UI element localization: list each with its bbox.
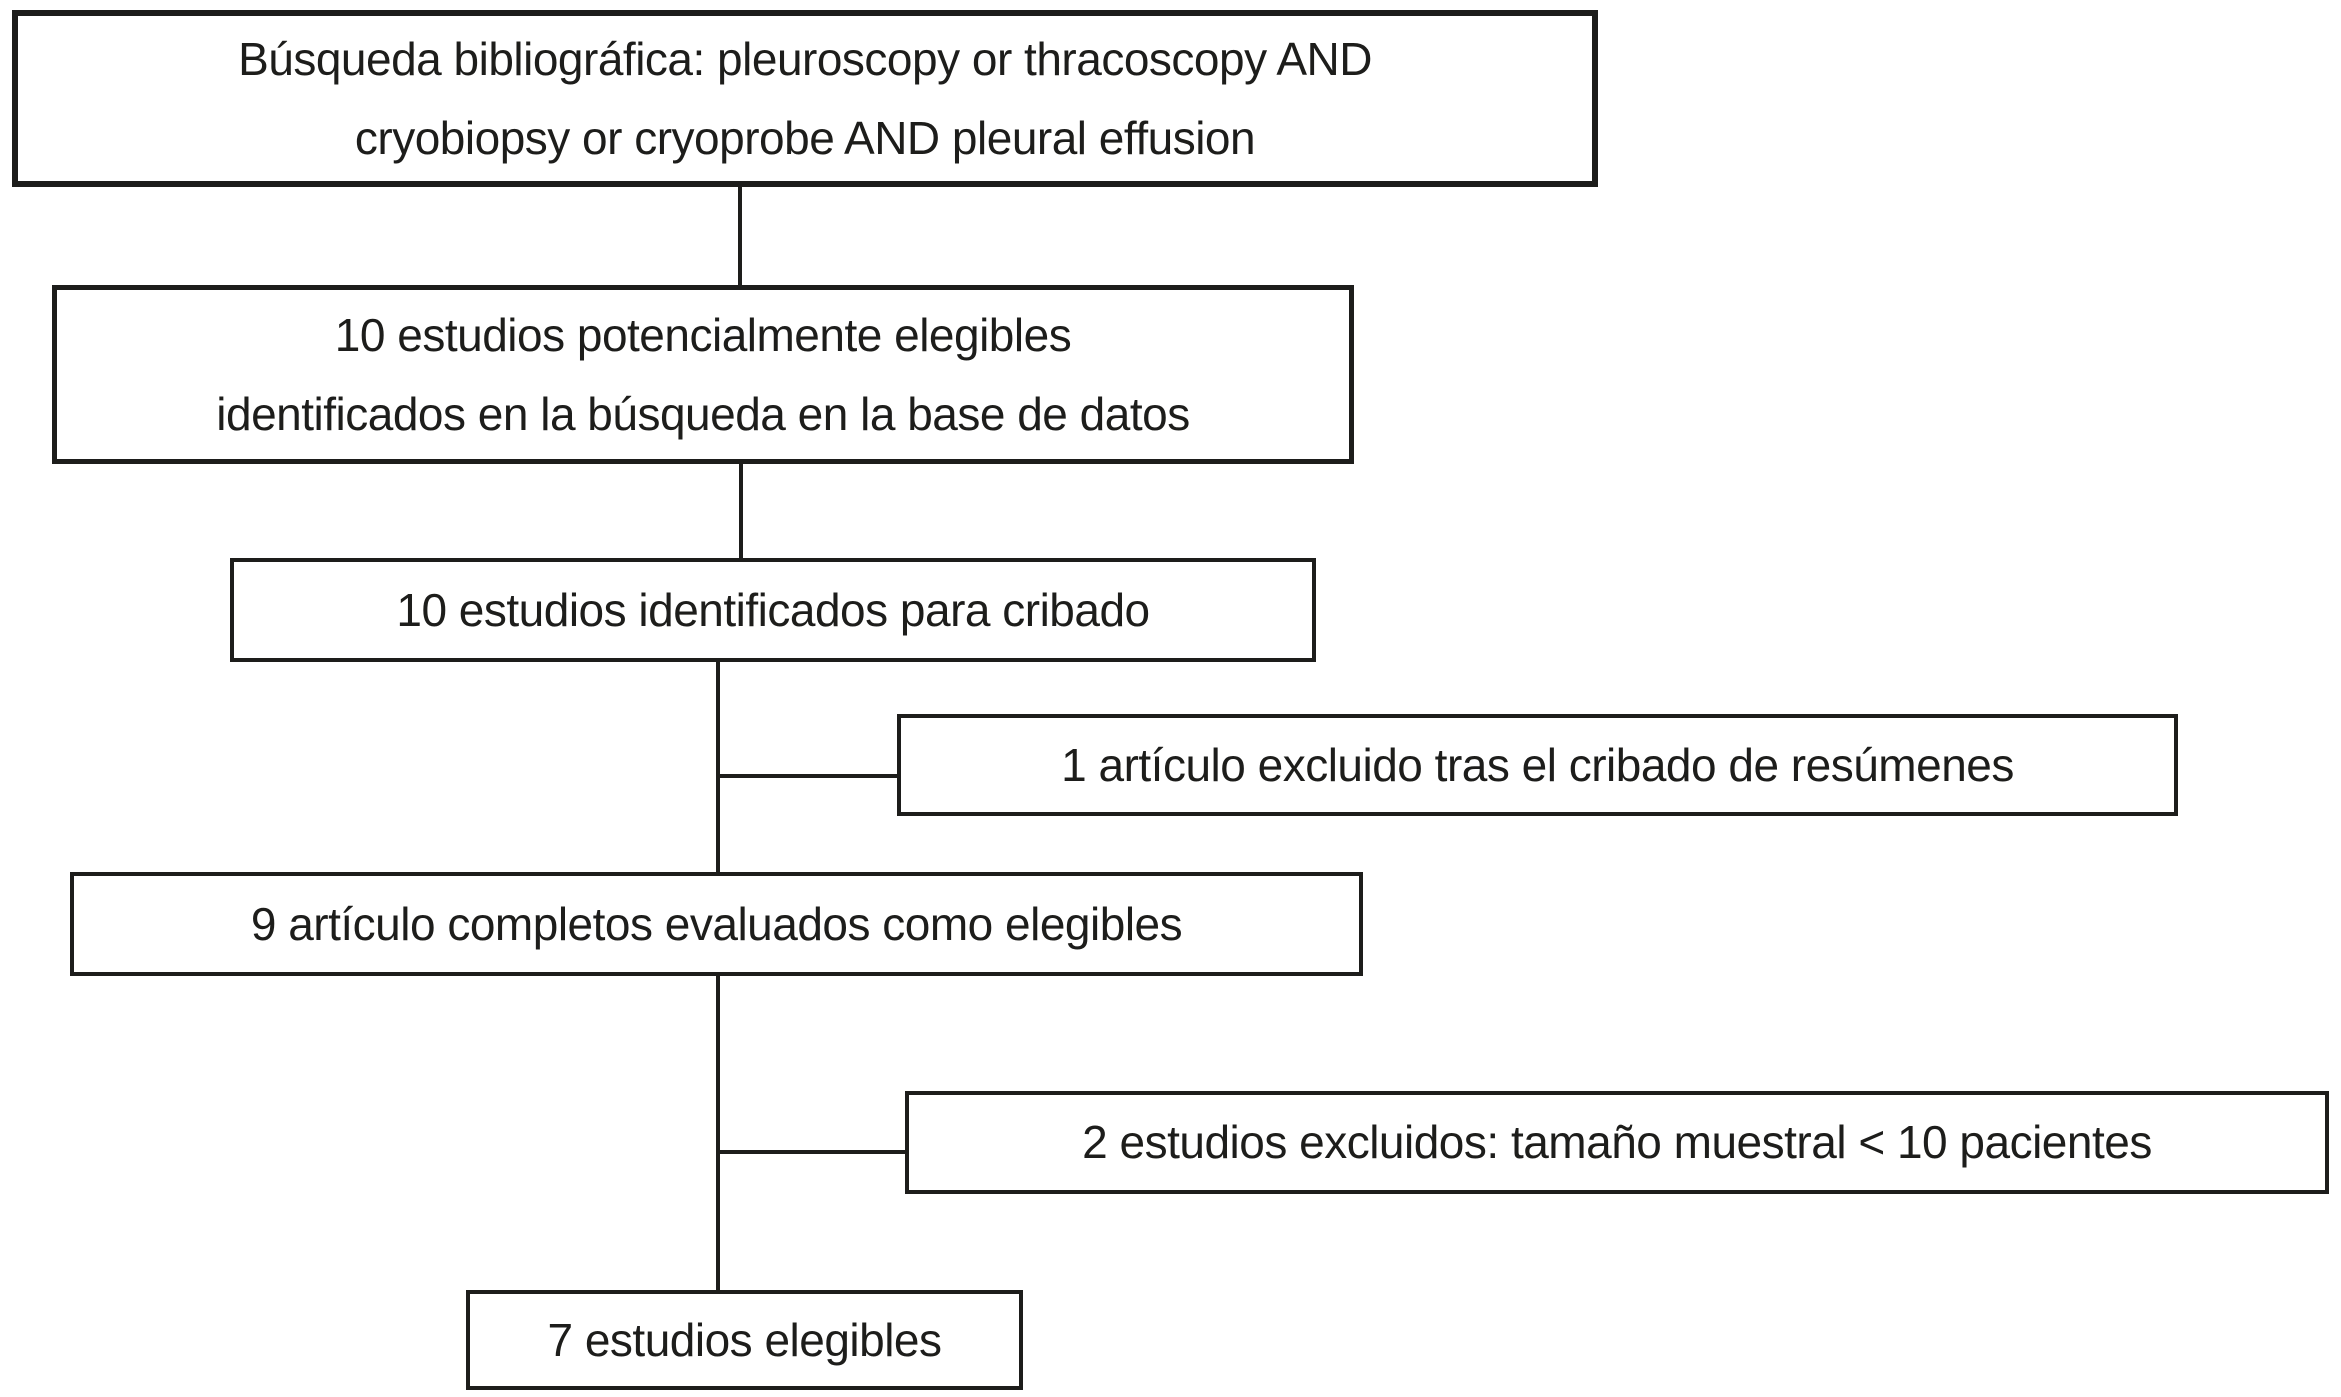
search-query-line2: cryobiopsy or cryoprobe AND pleural effu…: [354, 111, 1256, 164]
connector-identified-to-screening: [739, 462, 743, 560]
studies-identified-line1: 10 estudios potencialmente elegibles: [334, 309, 1072, 362]
flow-box-studies-identified: 10 estudios potencialmente elegibles ide…: [52, 285, 1354, 464]
studies-identified-line2: identificados en la búsqueda en la base …: [216, 387, 1190, 440]
flow-box-screening: 10 estudios identificados para cribado: [230, 558, 1316, 662]
fulltext-evaluated-label: 9 artículo completos evaluados como eleg…: [250, 897, 1183, 950]
screening-label: 10 estudios identificados para cribado: [396, 583, 1150, 636]
connector-branch-excluded-sample: [718, 1150, 906, 1154]
excluded-sample-size-label: 2 estudios excluidos: tamaño muestral < …: [1082, 1116, 2152, 1169]
connector-screening-to-fulltext: [716, 660, 720, 874]
flow-box-fulltext-evaluated: 9 artículo completos evaluados como eleg…: [70, 872, 1363, 976]
search-query-line1: Búsqueda bibliográfica: pleuroscopy or t…: [238, 33, 1372, 86]
flow-box-eligible-studies: 7 estudios elegibles: [466, 1290, 1023, 1390]
flow-box-excluded-sample-size: 2 estudios excluidos: tamaño muestral < …: [905, 1091, 2329, 1194]
connector-search-to-identified: [738, 187, 742, 287]
flow-box-excluded-after-abstract: 1 artículo excluido tras el cribado de r…: [897, 714, 2178, 816]
flow-box-search-query: Búsqueda bibliográfica: pleuroscopy or t…: [12, 10, 1598, 187]
connector-branch-excluded-abstract: [718, 774, 898, 778]
connector-fulltext-to-eligible: [716, 974, 720, 1292]
eligible-studies-label: 7 estudios elegibles: [547, 1313, 942, 1366]
excluded-after-abstract-label: 1 artículo excluido tras el cribado de r…: [1061, 738, 2014, 791]
